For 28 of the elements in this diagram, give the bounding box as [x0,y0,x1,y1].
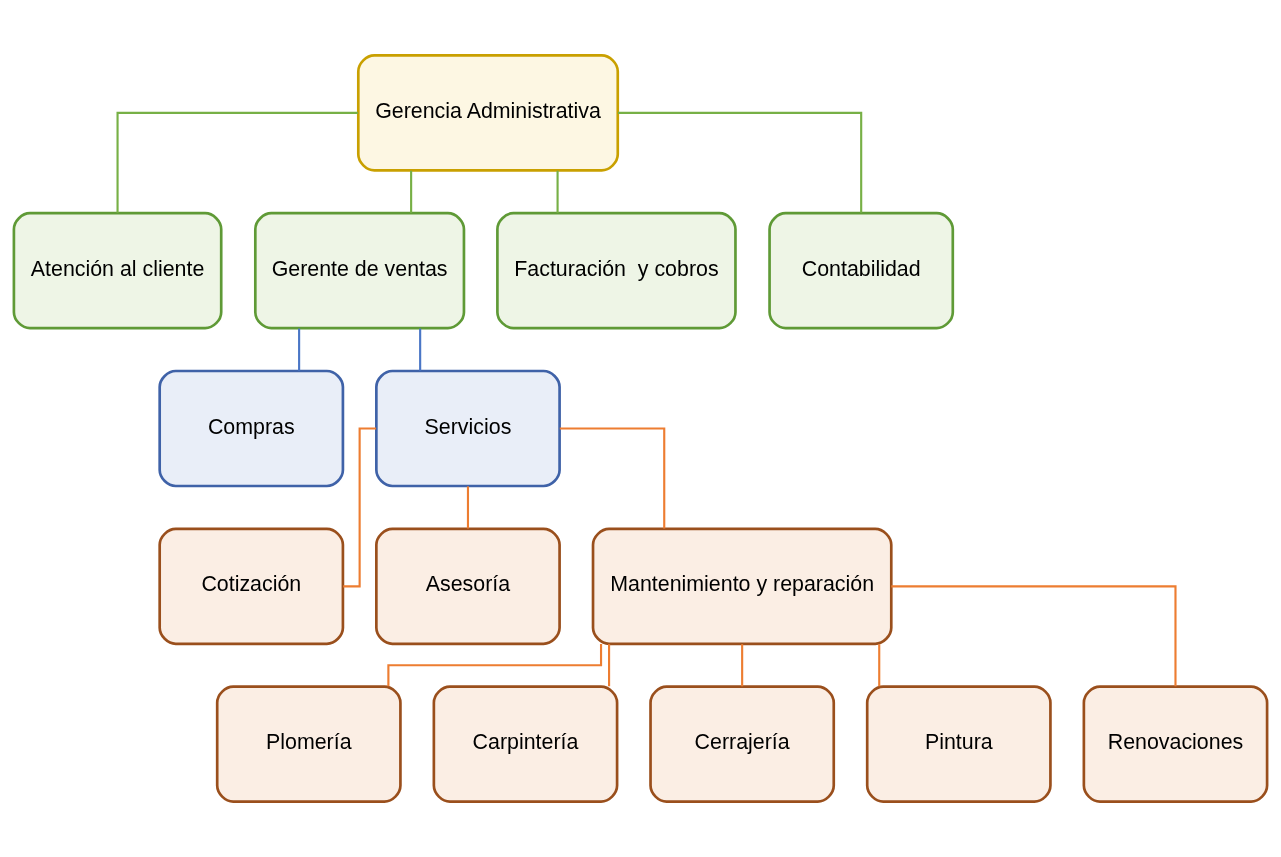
node-box: Gerente de ventas [253,211,466,330]
connector [618,111,863,213]
node-box: Compras [158,369,345,488]
node-box: Servicios [375,369,561,488]
connector [741,644,744,687]
node-box: Renovaciones [1082,685,1269,803]
node-box: Asesoría [375,527,561,646]
node-box: Pintura [865,685,1052,803]
node-box: Carpintería [432,685,619,803]
connector [298,328,301,371]
connector [466,486,470,529]
connector [116,111,358,213]
connector [556,170,559,213]
connector [878,644,881,687]
node-box: Cerrajería [649,685,836,803]
connector [419,328,422,371]
node-box: Plomería [215,685,402,803]
connector [608,644,611,687]
connector [387,644,603,687]
node-box: Mantenimiento y reparación [591,527,893,646]
connector [559,427,666,529]
node-box: Atención al cliente [12,211,223,330]
connector [891,585,1177,687]
node-box: Cotización [158,527,345,646]
node-box: Facturación y cobros [496,211,737,330]
connector [410,170,413,213]
node-box: Gerencia Administrativa [356,54,620,172]
node-box: Contabilidad [768,211,955,330]
